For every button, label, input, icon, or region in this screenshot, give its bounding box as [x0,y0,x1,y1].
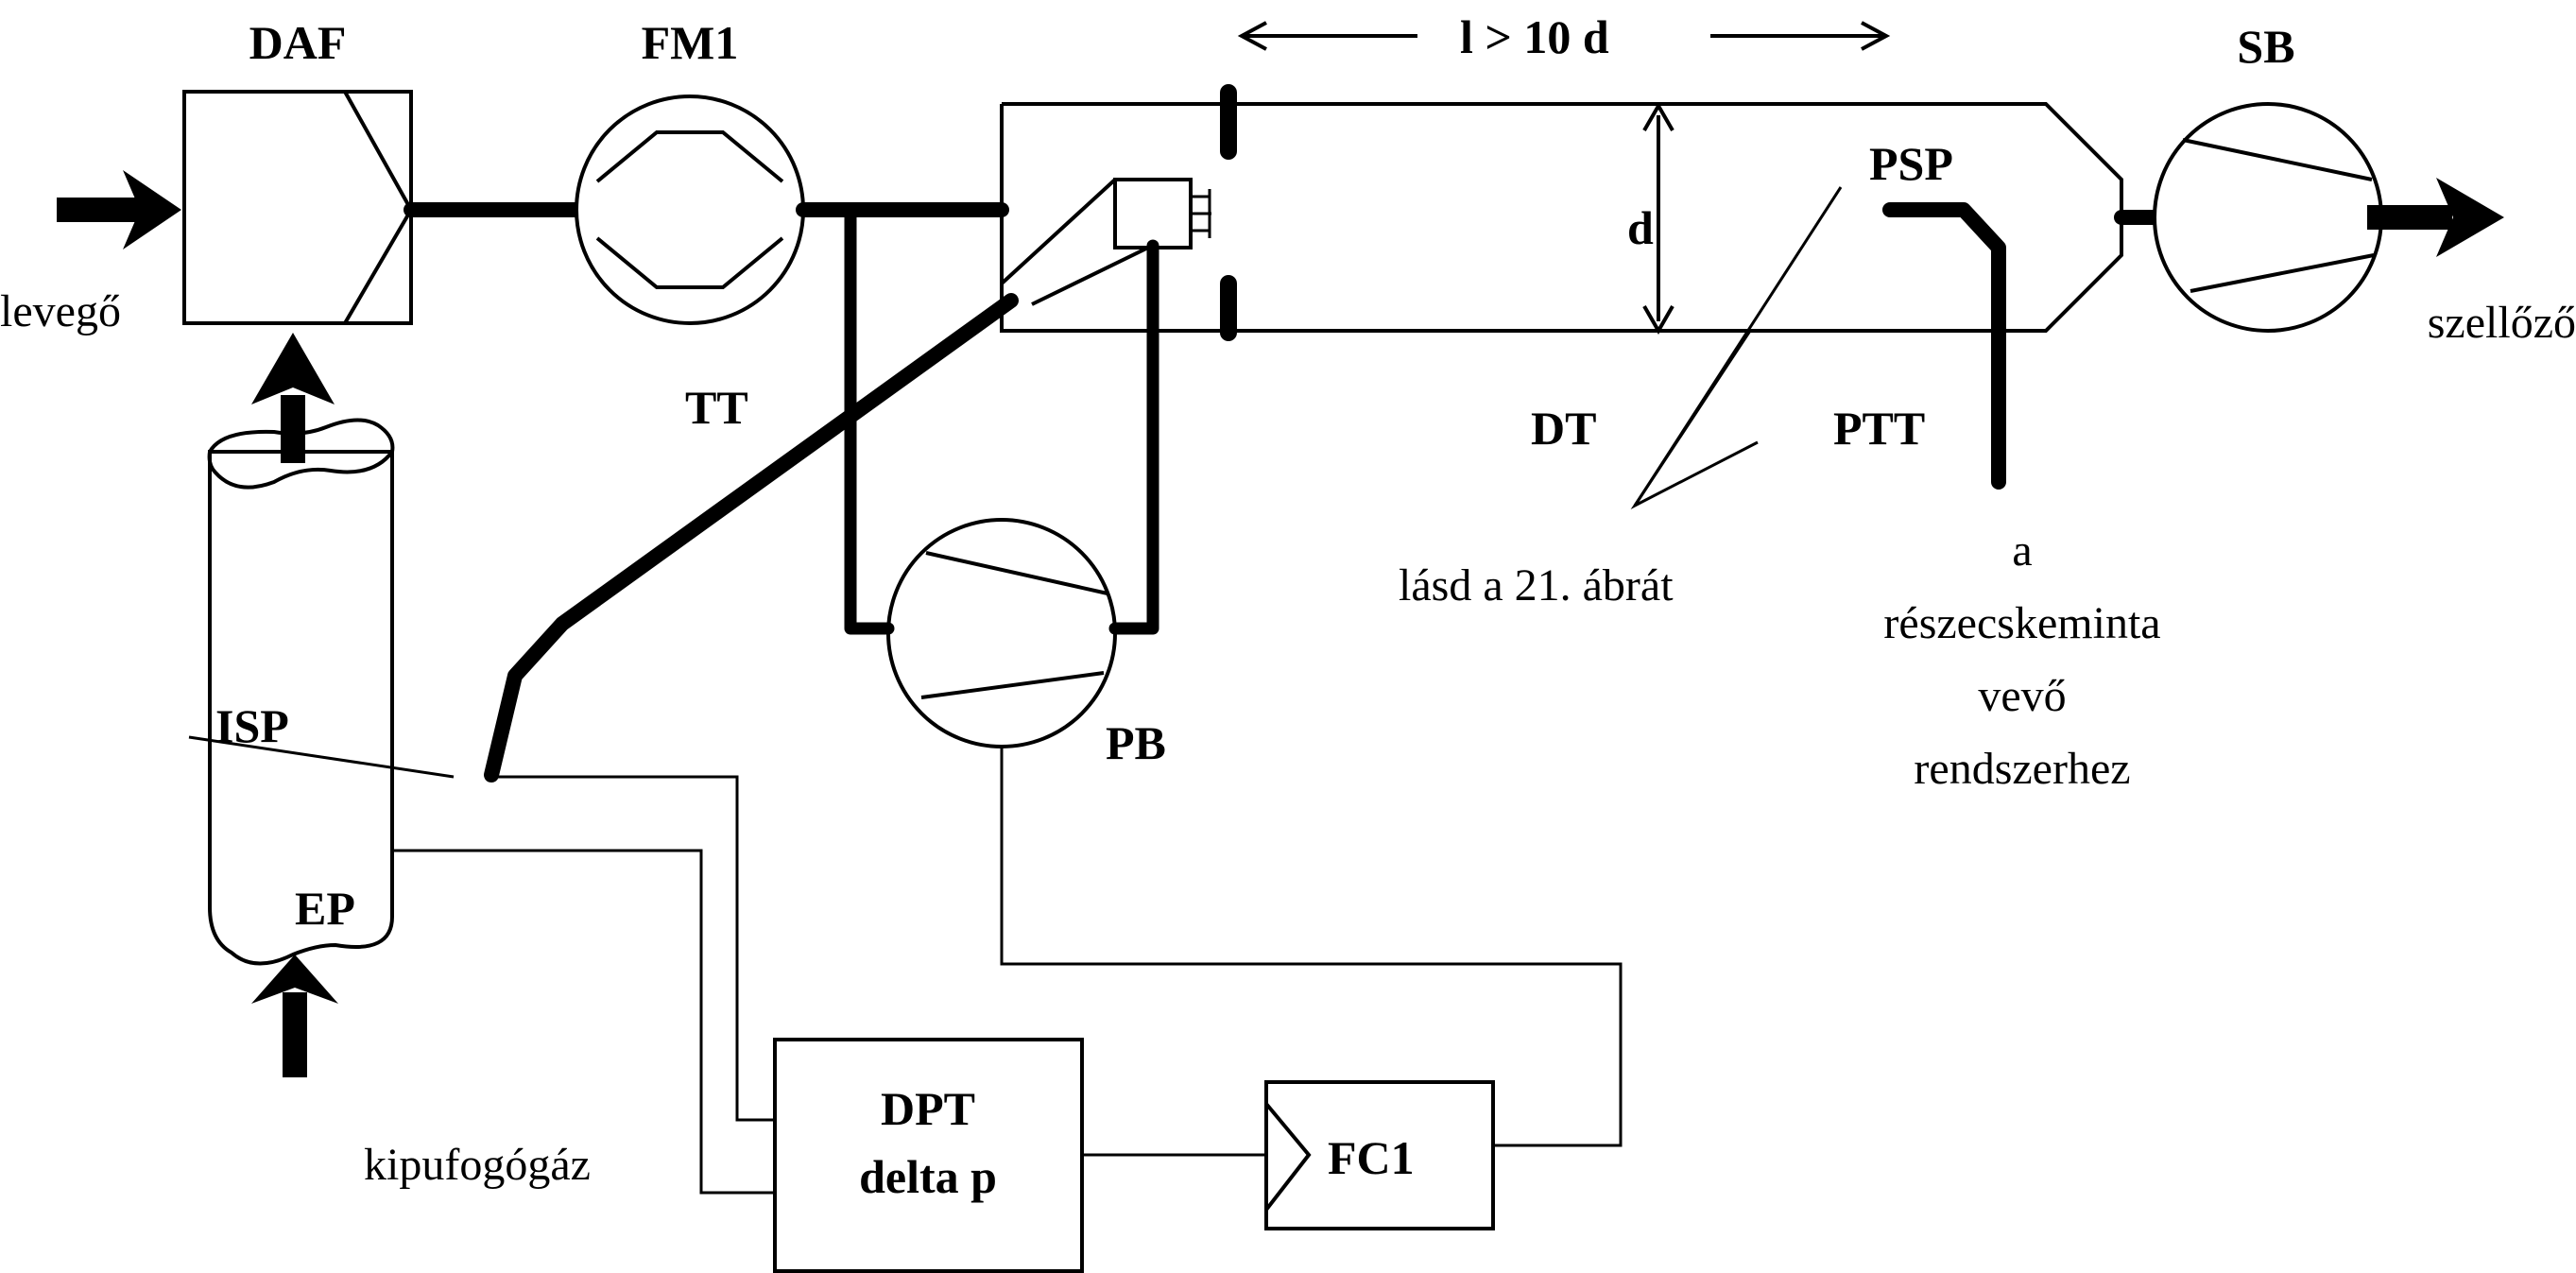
ptt-label: PTT [1833,402,1925,455]
pb-blower [886,518,1117,748]
inlet-air-arrow [57,170,181,249]
particle-system-label-4: rendszerhez [1914,744,2130,794]
length-label: l > 10 d [1460,10,1609,63]
fm1-flow-meter [575,95,805,325]
inlet-air-label: levegő [0,286,121,336]
fc1-controller [1264,1080,1495,1230]
daf-label: DAF [249,16,347,69]
diameter-label: d [1627,201,1654,254]
particle-system-label-3: vevő [1978,671,2066,721]
delta-p-label: delta p [859,1150,997,1203]
dpt-label: DPT [881,1082,975,1135]
daf-filter [182,90,414,325]
dt-label: DT [1531,402,1596,455]
particle-system-label-1: a [2012,525,2032,576]
exhaust-outlet-arrow [251,333,335,463]
transfer-tube [484,293,1019,783]
sb-blower [2153,102,2383,333]
psp-label: PSP [1869,137,1953,190]
transfer-tube-nozzle [1000,178,1211,306]
particle-system-label-2: részecskeminta [1883,598,2160,648]
vent-label: szellőző [2428,298,2576,348]
diameter-dimension [1642,101,1674,335]
pb-discharge-line [1108,239,1159,635]
dpt-box [773,1038,1084,1273]
isp-leader-line [188,735,455,779]
pb-label: PB [1106,716,1166,769]
ep-pressure-tap-line [392,849,775,1195]
pb-suction-line [844,203,895,635]
exhaust-inlet-arrow [251,955,338,1077]
fm1-label: FM1 [642,16,739,69]
psp-ptt-tube [1882,202,2006,490]
sb-label: SB [2237,20,2294,73]
see-figure-label: lásd a 21. ábrát [1399,560,1674,611]
vent-arrow [2367,178,2504,257]
isp-pressure-tap-line [491,775,775,1122]
exhaust-gas-label: kipufogógáz [364,1140,591,1190]
dilution-tunnel [1000,102,2123,333]
ep-label: EP [295,882,355,935]
dt-leader-lines [1630,330,1759,509]
isp-label: ISP [215,699,289,752]
tt-label: TT [685,381,748,434]
length-dimension-arrows [1237,21,1891,51]
pb-control-line [1000,747,1623,1147]
fc1-label: FC1 [1328,1131,1415,1184]
